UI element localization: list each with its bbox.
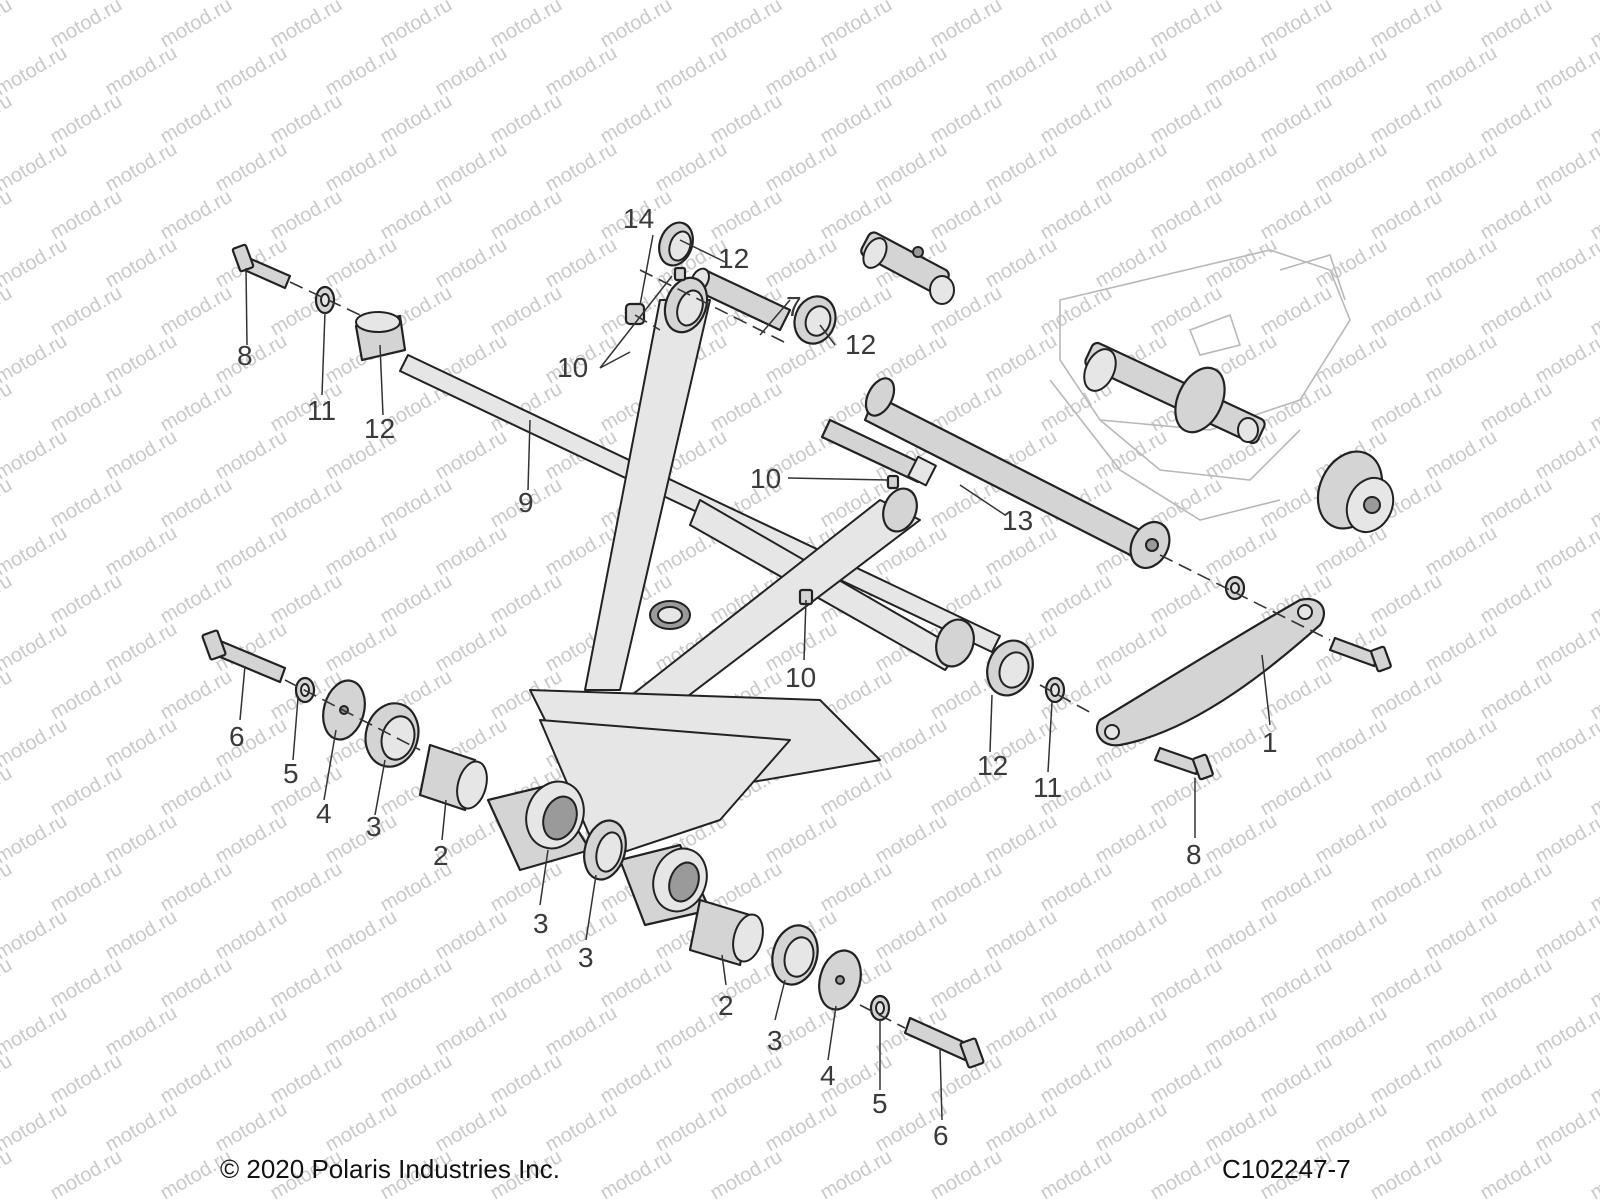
bolt-8-left <box>231 243 292 290</box>
bolt-8-right-upper <box>1328 636 1392 673</box>
watermark-text: motod.ru <box>0 138 71 197</box>
callout-3: 3 <box>578 942 594 973</box>
spacer-2-lower <box>688 898 764 967</box>
watermark-text: motod.ru <box>0 42 71 101</box>
bushing-12-left <box>354 311 407 362</box>
callout-12: 12 <box>977 750 1008 781</box>
watermark-text: motod.ru <box>0 762 16 821</box>
grease-cap-14 <box>624 302 646 326</box>
callout-9: 9 <box>518 487 534 518</box>
washer-5-lower <box>869 994 891 1022</box>
bushing-12-top <box>658 221 694 267</box>
bushing-3-upper <box>364 702 420 768</box>
callout-4: 4 <box>820 1060 836 1091</box>
callout-11: 11 <box>307 395 336 426</box>
callout-5: 5 <box>872 1088 888 1119</box>
watermark-text: motod.ru <box>0 522 71 581</box>
bolt-8-right-lower <box>1153 746 1214 781</box>
callout-2: 2 <box>433 840 449 871</box>
grease-fitting-10a <box>673 266 687 282</box>
watermark-text: motod.ru <box>0 810 71 869</box>
callout-14: 14 <box>623 203 654 234</box>
bushing-3-lower <box>771 924 819 986</box>
leader-lines <box>239 234 1271 1121</box>
washer-11-left <box>314 285 336 315</box>
washer-11-right <box>1044 676 1066 704</box>
callout-10: 10 <box>750 463 781 494</box>
callout-7: 7 <box>786 291 802 322</box>
watermark-text: motod.ru <box>0 858 16 917</box>
callout-6: 6 <box>229 721 245 752</box>
callout-3: 3 <box>767 1025 783 1056</box>
watermark-text: motod.ru <box>0 330 71 389</box>
watermark-text: motod.ru <box>0 1050 16 1109</box>
frame-ghost-outline <box>1049 249 1351 521</box>
watermark-text: motod.ru <box>0 474 16 533</box>
watermark-text: motod.ru <box>0 0 71 4</box>
link-plate-1 <box>1095 597 1325 747</box>
callout-12: 12 <box>364 413 395 444</box>
callout-11: 11 <box>1033 772 1062 803</box>
watermark-text: motod.ru <box>707 1146 786 1200</box>
watermark-text: motod.ru <box>0 282 16 341</box>
watermark-text: motod.ru <box>1477 1146 1556 1200</box>
through-bolt-13 <box>863 377 1171 569</box>
watermark-text: motod.ru <box>0 1146 16 1200</box>
bolt-6-lower <box>903 1016 985 1069</box>
callout-8: 8 <box>1186 839 1202 870</box>
callout-layer: 14 12 7 12 10 8 11 12 9 10 13 10 6 5 4 3… <box>229 203 1278 1151</box>
pivot-bolt-upper <box>860 231 955 305</box>
bushing-3-mid <box>583 819 627 881</box>
lower-pivot-housing-left <box>486 780 592 872</box>
callout-1: 1 <box>1262 727 1278 758</box>
watermark-text: motod.ru <box>0 570 16 629</box>
watermark-text: motod.ru <box>47 1146 126 1200</box>
grease-fitting-10b <box>886 474 900 490</box>
watermark-text: motod.ru <box>1147 1146 1226 1200</box>
watermark-text: motod.ru <box>1587 1146 1600 1200</box>
bushing-12-right <box>986 639 1034 697</box>
watermark-text: motod.ru <box>1367 1146 1446 1200</box>
callout-4: 4 <box>316 798 332 829</box>
callout-5: 5 <box>283 758 299 789</box>
copyright-text: © 2020 Polaris Industries Inc. <box>220 1154 560 1184</box>
shaft-13 <box>820 418 937 487</box>
watermark-text: motod.ru <box>0 714 71 773</box>
figure-id: C102247-7 <box>1222 1154 1351 1184</box>
callout-3: 3 <box>366 811 382 842</box>
watermark-text: motod.ru <box>0 234 71 293</box>
watermark-text: motod.ru <box>0 90 16 149</box>
lower-pivot-housing-right <box>618 843 712 927</box>
watermark-text: motod.ru <box>0 1002 71 1061</box>
watermark-text: motod.ru <box>0 666 16 725</box>
watermark-text: motod.ru <box>0 426 71 485</box>
callout-12: 12 <box>845 329 876 360</box>
pivot-bolt-middle <box>1083 341 1266 445</box>
watermark-text: motod.ru <box>927 1146 1006 1200</box>
washer-4-lower <box>818 949 862 1011</box>
watermark-text: motod.ru <box>597 1146 676 1200</box>
watermark-text: motod.ru <box>817 1146 896 1200</box>
watermark-text: motod.ru <box>0 618 71 677</box>
watermark-text: motod.ru <box>0 1098 71 1157</box>
watermark-text: motod.ru <box>0 186 16 245</box>
watermark-text: motod.ru <box>0 378 16 437</box>
callout-6: 6 <box>933 1120 949 1151</box>
callout-8: 8 <box>237 340 253 371</box>
watermark-text: motod.ru <box>0 954 16 1013</box>
bolt-6-upper <box>201 629 287 684</box>
spacer-2-upper <box>418 743 488 812</box>
callout-10: 10 <box>785 662 816 693</box>
callout-10: 10 <box>557 352 588 383</box>
callout-12: 12 <box>718 243 749 274</box>
callout-2: 2 <box>718 990 734 1021</box>
watermark-text: motod.ru <box>0 906 71 965</box>
pivot-bushing-right <box>1316 450 1395 534</box>
callout-13: 13 <box>1002 505 1033 536</box>
watermark-text: motod.ru <box>1037 1146 1116 1200</box>
callout-3: 3 <box>533 908 549 939</box>
watermark-text: motod.ru <box>0 0 16 52</box>
